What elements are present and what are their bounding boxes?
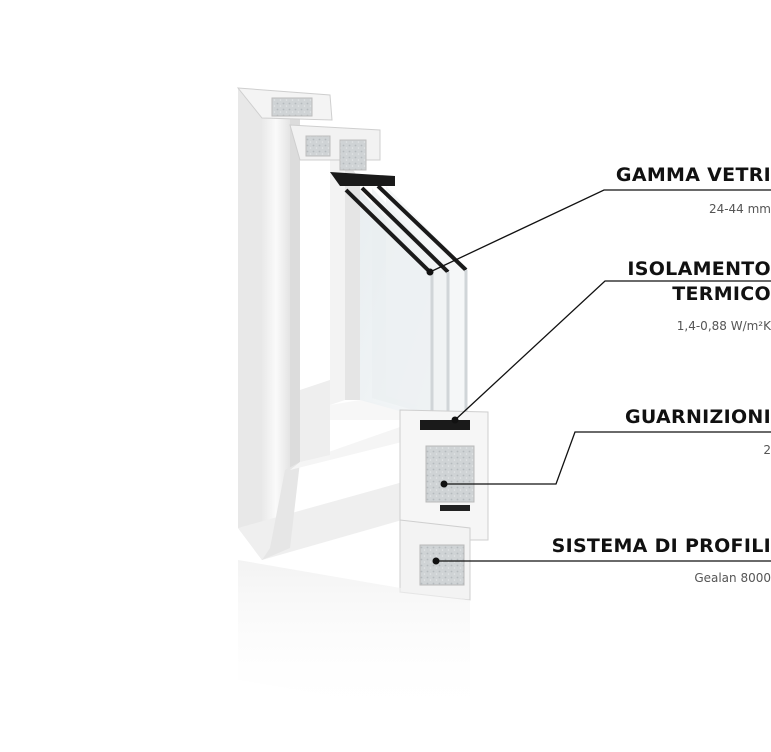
leader-line-gamma-vetri bbox=[429, 189, 771, 273]
value-isolamento-termico: 1,4-0,88 W/m²K bbox=[677, 318, 771, 334]
dot-isolamento bbox=[451, 416, 459, 424]
floor-reflection bbox=[238, 560, 470, 720]
label-isolamento-termico: ISOLAMENTO bbox=[627, 256, 771, 282]
label-title: GUARNIZIONI bbox=[624, 406, 771, 428]
label-guarnizioni: GUARNIZIONI bbox=[625, 404, 771, 430]
value-gamma-vetri: 24-44 mm bbox=[709, 201, 771, 217]
label-title-line-1: ISOLAMENTO bbox=[627, 258, 771, 280]
label-title: SISTEMA DI PROFILI bbox=[551, 535, 771, 557]
top-profile-section bbox=[236, 87, 395, 186]
leader-dots bbox=[426, 268, 459, 565]
leader-line-guarnizioni bbox=[444, 431, 771, 485]
label-value: 24-44 mm bbox=[708, 202, 771, 216]
window-frame bbox=[238, 88, 430, 560]
label-value: Gealan 8000 bbox=[694, 571, 771, 585]
bottom-profile-section bbox=[399, 409, 489, 601]
dot-guarnizioni bbox=[440, 480, 448, 488]
label-gamma-vetri: GAMMA VETRI bbox=[616, 162, 771, 188]
label-title: GAMMA VETRI bbox=[615, 164, 771, 186]
label-value: 2 bbox=[763, 443, 771, 457]
label-isolamento-termico-line2: TERMICO bbox=[672, 281, 771, 307]
leader-lines bbox=[429, 189, 771, 562]
label-value: 1,4-0,88 W/m²K bbox=[676, 319, 771, 333]
leader-line-isolamento bbox=[454, 280, 771, 421]
dot-sistema-profili bbox=[432, 557, 440, 565]
sash-frame bbox=[330, 150, 420, 420]
dot-gamma-vetri bbox=[426, 268, 434, 276]
value-guarnizioni: 2 bbox=[763, 442, 771, 458]
triple-glazing bbox=[344, 184, 468, 420]
label-sistema-di-profili: SISTEMA DI PROFILI bbox=[552, 533, 771, 559]
label-title-line-2: TERMICO bbox=[672, 283, 771, 305]
value-sistema-di-profili: Gealan 8000 bbox=[694, 570, 771, 586]
